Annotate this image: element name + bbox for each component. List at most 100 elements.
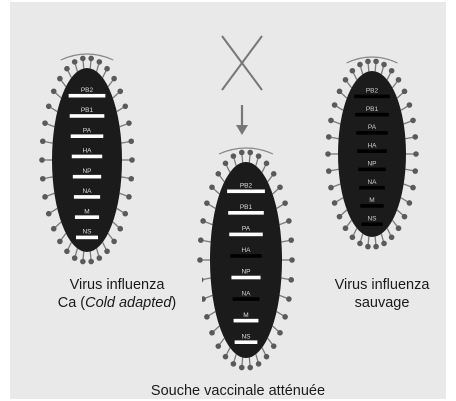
spike-head <box>239 365 245 371</box>
segment-label-np: NP <box>82 168 91 175</box>
segment-bar-pb2 <box>227 189 265 193</box>
spike-head <box>389 234 395 240</box>
spike-head <box>373 59 379 65</box>
spike-head <box>277 330 283 336</box>
spike-head <box>286 296 292 302</box>
segment-label-ha: HA <box>241 247 251 254</box>
segment-bar-np <box>231 276 260 280</box>
segment-bar-pa <box>229 233 262 237</box>
spike-head <box>365 59 371 65</box>
reassortment-diagram: PB2PB1PAHANPNAMNSPB2PB1PAHANPNAMNSPB2PB1… <box>10 2 446 399</box>
spike-head <box>51 226 57 232</box>
segment-label-pb2: PB2 <box>81 87 94 94</box>
spike-head <box>40 176 46 182</box>
spike-head <box>128 176 134 182</box>
spike-head <box>88 259 94 265</box>
spike-head <box>111 239 117 245</box>
spike-head <box>204 314 210 320</box>
spike-head <box>271 171 277 177</box>
spike-head <box>357 62 363 68</box>
spike-head <box>410 185 416 191</box>
caption-ca-line1: Virus influenza <box>32 276 202 294</box>
segment-bar-pa <box>356 131 388 135</box>
spike-head <box>373 244 379 250</box>
spike-head <box>402 214 408 220</box>
spike-head <box>256 153 262 159</box>
segment-label-pb1: PB1 <box>366 106 379 113</box>
spike-head <box>328 118 334 124</box>
spike-head <box>350 234 356 240</box>
spike-head <box>396 77 402 83</box>
spike-head <box>97 255 103 261</box>
spike-head <box>223 161 229 167</box>
segment-bar-ha <box>72 155 102 159</box>
spike-head <box>126 194 132 200</box>
segment-label-np: NP <box>241 269 250 276</box>
spike-head <box>80 259 86 265</box>
spike-head <box>80 56 86 62</box>
segment-label-pb1: PB1 <box>240 204 253 211</box>
spike-head <box>365 244 371 250</box>
spike-head <box>129 157 135 163</box>
segment-bar-na <box>359 186 385 190</box>
spike-head <box>325 151 331 157</box>
segment-bar-m <box>360 204 383 208</box>
spike-head <box>350 68 356 74</box>
spike-head <box>289 257 295 263</box>
spike-head <box>111 76 117 82</box>
segment-bar-ha <box>357 149 387 153</box>
segment-label-ns: NS <box>241 333 251 340</box>
spike-head <box>117 226 123 232</box>
segment-bar-m <box>75 215 99 219</box>
caption-wild-line2: sauvage <box>318 294 446 312</box>
spike-head <box>396 225 402 231</box>
caption-ca-italic: Cold adapted <box>85 295 171 311</box>
spike-head <box>223 354 229 360</box>
spike-head <box>381 62 387 68</box>
segment-bar-m <box>234 319 259 323</box>
spike-head <box>288 277 294 283</box>
spike-head <box>104 66 110 72</box>
spike-head <box>200 218 206 224</box>
spike-head <box>407 200 413 206</box>
segment-label-pa: PA <box>368 124 377 131</box>
membrane-arc <box>61 54 114 60</box>
spike-head <box>72 59 78 65</box>
spike-head <box>231 361 237 367</box>
segment-label-ns: NS <box>367 215 377 222</box>
segment-bar-ns <box>235 340 258 344</box>
spike-head <box>247 365 253 371</box>
spike-head <box>97 59 103 65</box>
spike-head <box>126 120 132 126</box>
spike-head <box>215 343 221 349</box>
spike-head <box>412 134 418 140</box>
segment-label-ha: HA <box>367 142 377 149</box>
segment-label-m: M <box>84 208 89 215</box>
spike-head <box>64 66 70 72</box>
spike-head <box>209 330 215 336</box>
spike-head <box>57 76 63 82</box>
segment-bar-ns <box>76 236 98 240</box>
segment-bar-pb1 <box>228 211 264 215</box>
segment-bar-np <box>358 168 386 172</box>
segment-bar-np <box>73 175 101 179</box>
spike-head <box>247 150 253 156</box>
segment-label-pb2: PB2 <box>240 182 253 189</box>
spike-head <box>128 138 134 144</box>
spike-head <box>277 184 283 190</box>
spike-head <box>39 157 45 163</box>
spike-head <box>122 211 128 217</box>
spike-head <box>256 361 262 367</box>
spike-head <box>343 225 349 231</box>
spike-head <box>337 214 343 220</box>
spike-head <box>332 200 338 206</box>
spike-head <box>282 314 288 320</box>
segment-label-na: NA <box>241 290 251 297</box>
spike-head <box>413 151 419 157</box>
spike-head <box>57 239 63 245</box>
segment-label-m: M <box>369 197 374 204</box>
spike-head <box>389 68 395 74</box>
segment-bar-na <box>233 297 260 301</box>
spike-head <box>231 153 237 159</box>
